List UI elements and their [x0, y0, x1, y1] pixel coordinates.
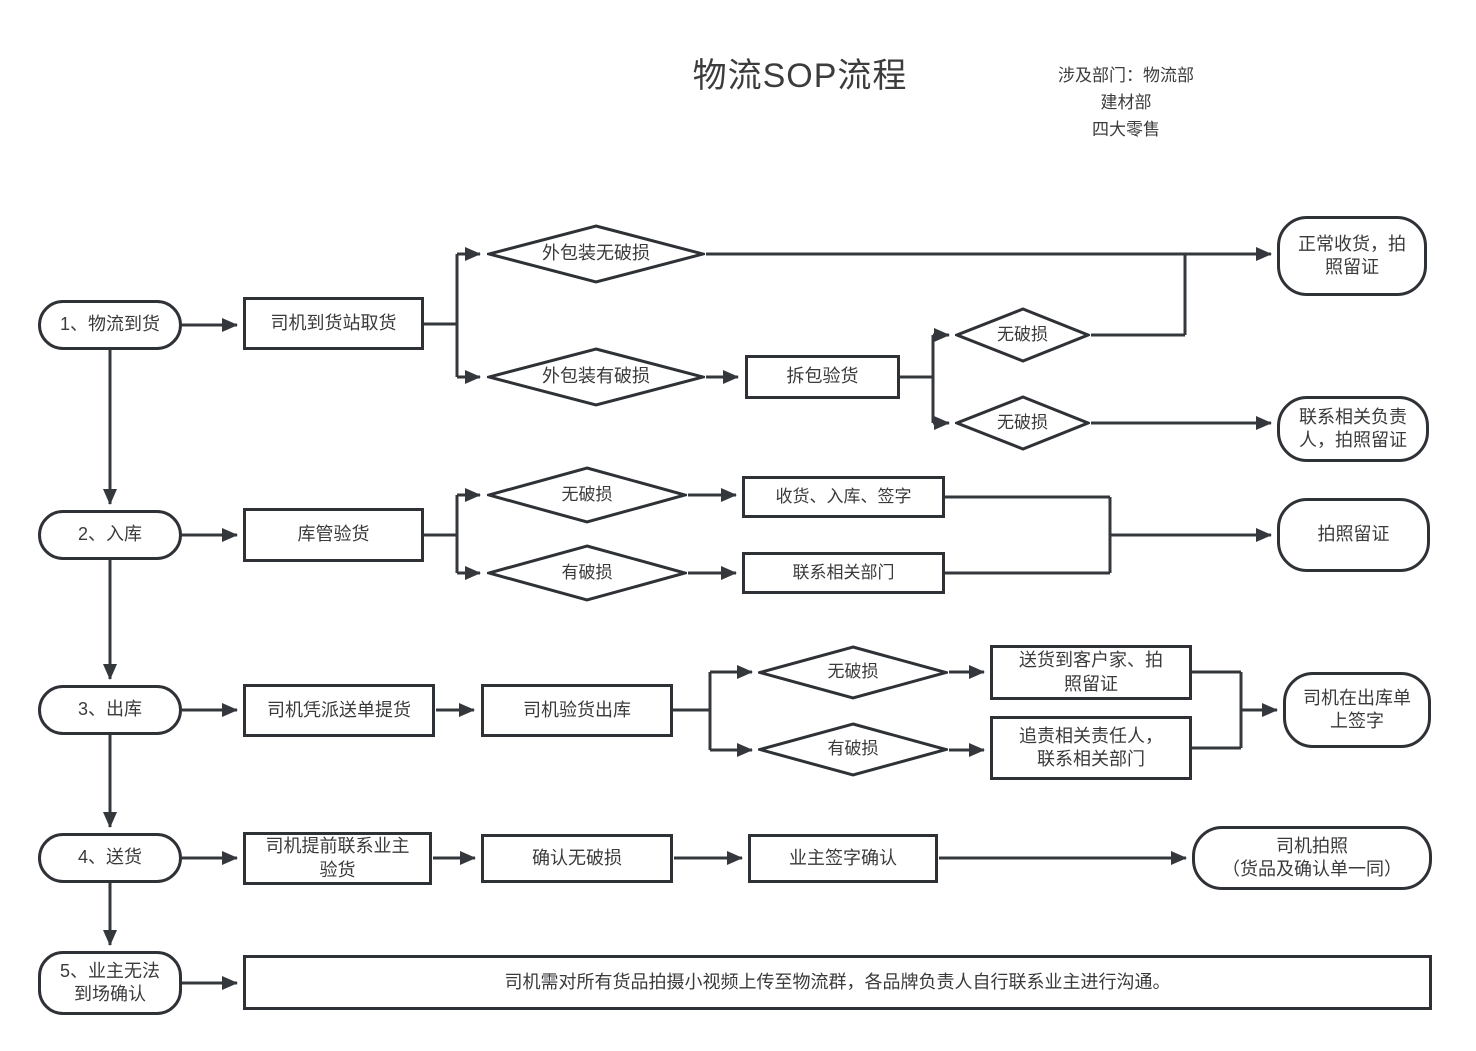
page-title: 物流SOP流程 — [692, 57, 908, 95]
diamond-shape — [758, 645, 948, 700]
end-photo-evidence: 拍照留证 — [1277, 498, 1430, 572]
node-label: 送货到客户家、拍 照留证 — [1019, 650, 1163, 694]
decision-outbound-no-damage: 无破损 — [758, 645, 948, 700]
diamond-shape — [487, 347, 705, 407]
node-label: 司机验货出库 — [523, 699, 631, 720]
step-driver-contact-owner-inspect: 司机提前联系业主 验货 — [243, 832, 432, 885]
end-normal-receive-photo: 正常收货，拍 照留证 — [1277, 216, 1427, 296]
node-label: 联系相关部门 — [792, 562, 895, 582]
diamond-shape — [487, 224, 705, 284]
decision-outbound-damaged: 有破损 — [758, 722, 948, 777]
node-label: 无破损 — [997, 324, 1048, 344]
start-4-delivery: 4、送货 — [38, 833, 182, 883]
step-driver-pickup-station: 司机到货站取货 — [243, 297, 424, 350]
diamond-shape — [487, 466, 687, 524]
diamond-shape — [955, 395, 1090, 451]
decision-no-damage-b: 无破损 — [955, 395, 1090, 451]
node-label: 无破损 — [561, 484, 613, 504]
node-label: 司机需对所有货品拍摄小视频上传至物流群，各品牌负责人自行联系业主进行沟通。 — [504, 971, 1171, 992]
start-1-logistics-arrival: 1、物流到货 — [38, 300, 182, 350]
departments-note: 涉及部门：物流部 建材部 四大零售 — [1058, 66, 1194, 140]
node-label: 正常收货，拍 照留证 — [1298, 233, 1406, 277]
diamond-shape — [955, 307, 1090, 363]
node-label: 2、入库 — [77, 524, 142, 545]
node-label: 业主签字确认 — [789, 847, 897, 868]
decision-outer-package-damaged: 外包装有破损 — [487, 347, 705, 407]
step-driver-outbound-inspect: 司机验货出库 — [481, 684, 673, 737]
node-label: 追责相关责任人， 联系相关部门 — [1019, 725, 1163, 769]
step-contact-departments: 联系相关部门 — [742, 552, 945, 594]
node-label: 库管验货 — [297, 524, 370, 545]
node-label: 收货、入库、签字 — [775, 486, 912, 506]
node-label: 外包装无破损 — [542, 243, 650, 264]
step-unpack-inspect: 拆包验货 — [745, 355, 900, 399]
step-driver-delivery-note-pickup: 司机凭派送单提货 — [243, 684, 435, 737]
node-label: 司机凭派送单提货 — [267, 699, 411, 720]
start-3-outbound: 3、出库 — [38, 685, 182, 735]
step-confirm-no-damage: 确认无破损 — [481, 834, 673, 883]
step-accountability-contact-departments: 追责相关责任人， 联系相关部门 — [990, 716, 1192, 780]
node-label: 4、送货 — [77, 847, 142, 868]
node-label: 确认无破损 — [532, 847, 622, 868]
decision-no-damage-a: 无破损 — [955, 307, 1090, 363]
end-contact-responsible-photo: 联系相关负责 人，拍照留证 — [1277, 396, 1429, 462]
end-driver-sign-outbound-form: 司机在出库单 上签字 — [1283, 672, 1431, 748]
node-label: 司机拍照 （货品及确认单一同） — [1222, 835, 1402, 879]
end-driver-photo-goods-and-form: 司机拍照 （货品及确认单一同） — [1192, 826, 1432, 890]
step-video-upload-note: 司机需对所有货品拍摄小视频上传至物流群，各品牌负责人自行联系业主进行沟通。 — [243, 955, 1432, 1010]
step-deliver-to-customer-photo: 送货到客户家、拍 照留证 — [990, 645, 1192, 700]
decision-warehouse-damaged: 有破损 — [487, 544, 687, 602]
node-label: 1、物流到货 — [59, 314, 160, 335]
decision-warehouse-no-damage: 无破损 — [487, 466, 687, 524]
node-label: 3、出库 — [77, 699, 142, 720]
node-label: 拍照留证 — [1317, 524, 1390, 545]
step-warehouse-keeper-inspect: 库管验货 — [243, 508, 424, 562]
node-label: 外包装有破损 — [542, 366, 650, 387]
node-label: 无破损 — [827, 662, 879, 682]
step-owner-sign-confirm: 业主签字确认 — [748, 834, 938, 883]
node-label: 无破损 — [997, 412, 1048, 432]
diamond-shape — [758, 722, 948, 777]
node-label: 联系相关负责 人，拍照留证 — [1299, 406, 1407, 450]
step-receive-store-sign: 收货、入库、签字 — [742, 476, 945, 518]
node-label: 司机到货站取货 — [270, 312, 397, 333]
node-label: 拆包验货 — [786, 366, 859, 387]
node-label: 有破损 — [561, 562, 613, 582]
decision-outer-package-intact: 外包装无破损 — [487, 224, 705, 284]
node-label: 有破损 — [827, 739, 879, 759]
start-2-warehousing: 2、入库 — [38, 510, 182, 560]
start-5-owner-absent: 5、业主无法 到场确认 — [38, 951, 182, 1015]
diamond-shape — [487, 544, 687, 602]
node-label: 5、业主无法 到场确认 — [59, 960, 160, 1004]
node-label: 司机提前联系业主 验货 — [265, 836, 410, 880]
node-label: 司机在出库单 上签字 — [1303, 687, 1411, 731]
